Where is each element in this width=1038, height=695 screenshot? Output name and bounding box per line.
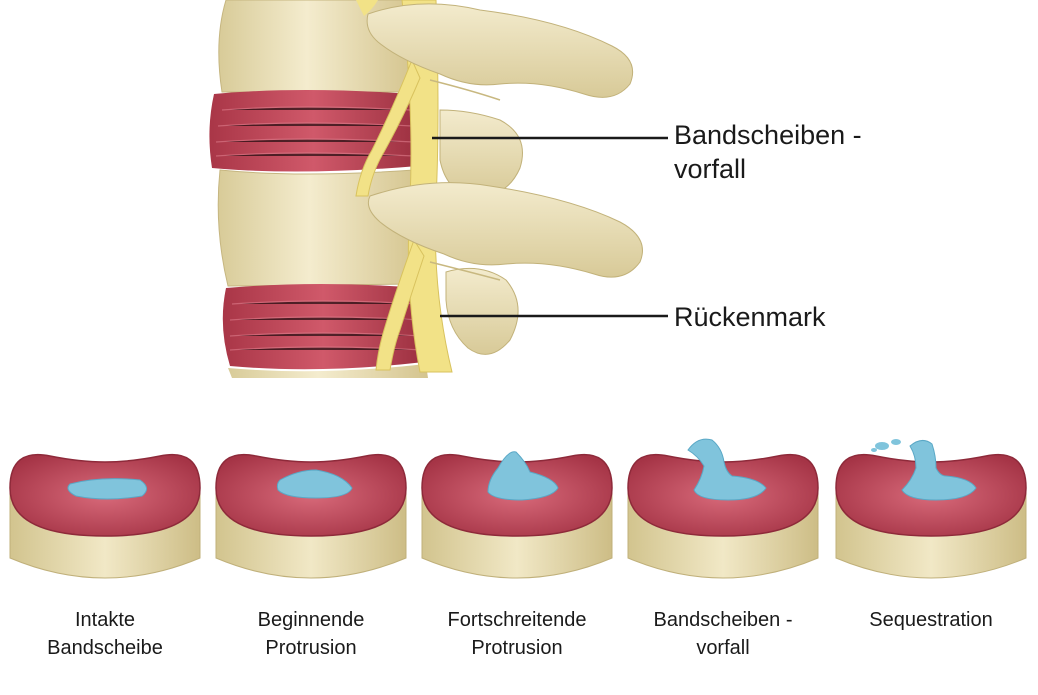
stage-label-2: Beginnende Protrusion [211,606,411,662]
stage-label-4: Bandscheiben - vorfall [623,606,823,662]
articular-process-2 [445,267,519,355]
stage-label-2-line2: Protrusion [265,637,357,659]
nerve-root-top [356,0,378,16]
stage-label-4-line1: Bandscheiben - [653,609,793,631]
sequester-fragment [871,448,877,452]
stage-label-2-line1: Beginnende [257,609,365,631]
stage-label-1-line1: Intakte [74,609,136,631]
stage-label-5: Sequestration [831,606,1031,634]
vertebral-column [209,0,643,378]
sequester-fragment [891,439,901,445]
nerve-root-upper [355,58,421,197]
stage-label-4-line2: vorfall [696,637,750,659]
callout-herniation-line1: Bandscheiben - [674,120,862,150]
callout-herniation: Bandscheiben - vorfall [674,118,862,186]
disc-stage-4 [627,438,819,579]
disc-stage-2 [215,454,407,579]
stage-label-1: Intakte Bandscheibe [5,606,205,662]
stage-label-3-line2: Protrusion [471,637,563,659]
nerve-root-lower [375,238,425,371]
callout-herniation-line2: vorfall [674,154,747,184]
disc-upper [209,90,418,172]
stage-label-3: Fortschreitende Protrusion [417,606,617,662]
spinous-process-lower [367,182,643,278]
sequester-fragment [875,442,889,450]
disc-stage-1 [9,454,201,579]
spinous-process-upper [366,3,634,98]
stage-label-3-line1: Fortschreitende [447,609,587,631]
stage-label-1-line2: Bandscheibe [47,637,163,659]
stage-label-5-line1: Sequestration [869,609,993,631]
callout-spinal-cord: Rückenmark [674,302,826,332]
disc-stage-3 [421,451,613,579]
disc-stage-5 [835,439,1027,579]
